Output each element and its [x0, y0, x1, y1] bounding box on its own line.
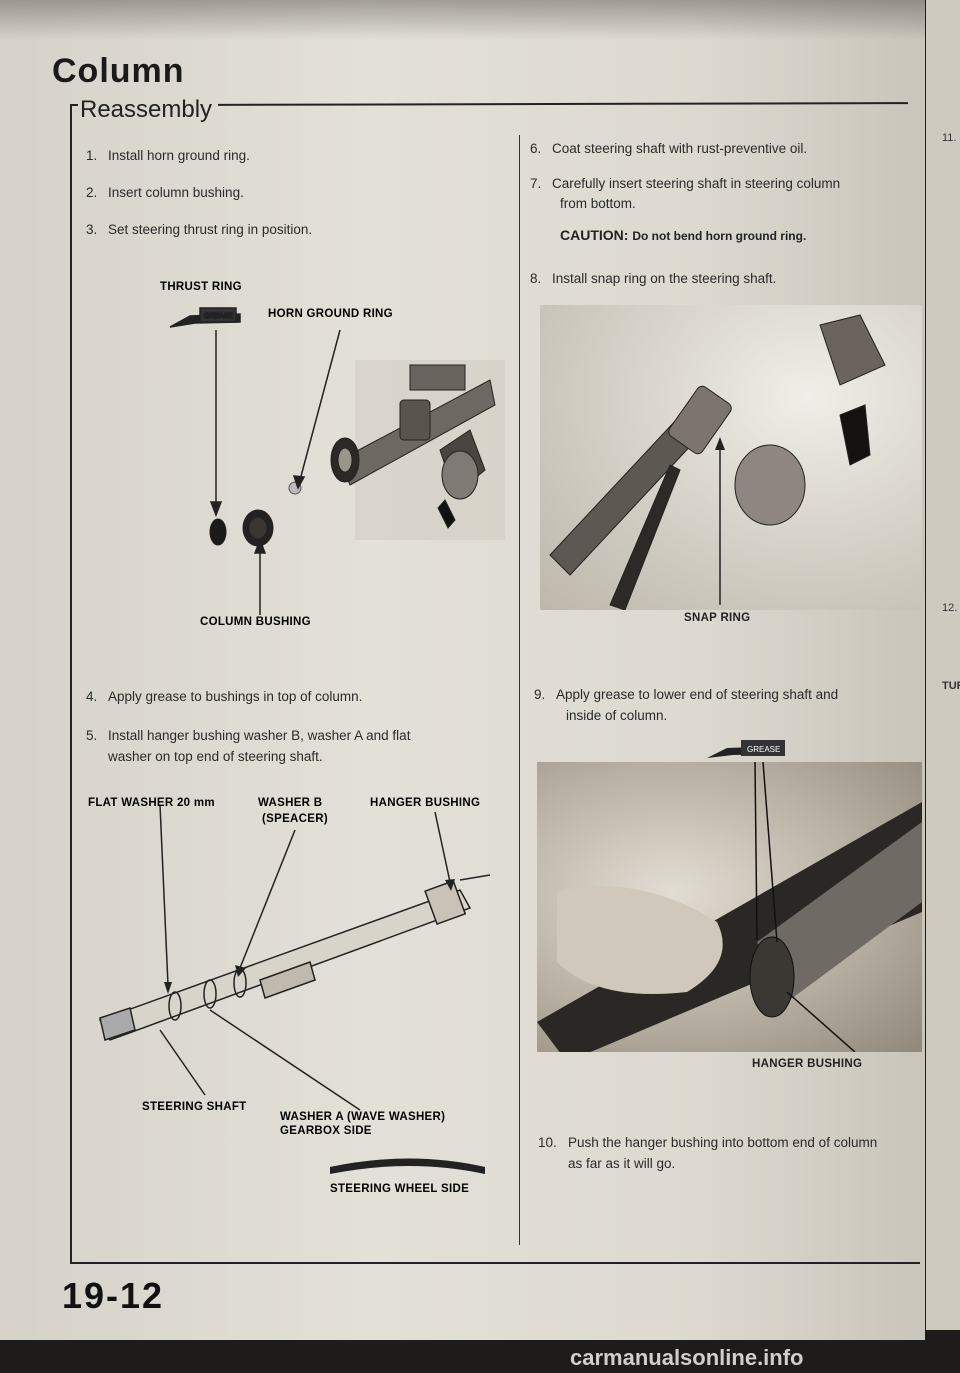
step-7-cont: from bottom.	[560, 196, 636, 211]
frame-bottom-rule	[70, 1262, 920, 1264]
step-9: 9.Apply grease to lower end of steering …	[534, 687, 839, 702]
washer-b-spacer-label: (SPEACER)	[262, 813, 328, 825]
frame-left-rule	[70, 104, 72, 1264]
hanger-bushing-label-fig2: HANGER BUSHING	[370, 797, 480, 809]
washer-a-label: WASHER A (WAVE WASHER)	[280, 1111, 445, 1123]
watermark: carmanualsonline.info	[570, 1345, 804, 1370]
steering-shaft-label: STEERING SHAFT	[142, 1101, 247, 1113]
svg-text:GREASE: GREASE	[204, 313, 234, 320]
column-divider	[519, 135, 520, 1245]
figure-column-bushing: GREASE THRUST RING HORN GROUND RING COLU…	[160, 281, 505, 628]
page-number: 19-12	[62, 1275, 165, 1316]
step-7: 7.Carefully insert steering shaft in ste…	[530, 176, 841, 191]
steering-wheel-side-label: STEERING WHEEL SIDE	[330, 1183, 469, 1195]
grease-icon: GREASE	[707, 740, 785, 758]
flat-washer-label: FLAT WASHER 20 mm	[88, 797, 215, 809]
step-10: 10.Push the hanger bushing into bottom e…	[538, 1135, 878, 1150]
step-10-cont: as far as it will go.	[568, 1156, 676, 1171]
step-9-cont: inside of column.	[566, 708, 668, 723]
thrust-ring-label: THRUST RING	[160, 281, 242, 293]
washer-b-label: WASHER B	[258, 797, 322, 809]
adjacent-page-edge: 11. 12. TUR	[926, 0, 960, 1330]
header-rule	[217, 102, 909, 106]
step-5: 5.Install hanger bushing washer B, washe…	[86, 728, 411, 743]
svg-text:GREASE: GREASE	[747, 745, 780, 754]
step-6: 6.Coat steering shaft with rust-preventi…	[530, 141, 808, 156]
step-5-cont: washer on top end of steering shaft.	[108, 749, 323, 764]
snap-ring-label: SNAP RING	[684, 612, 751, 624]
step-3: 3.Set steering thrust ring in position.	[86, 222, 313, 237]
manual-page: Column Reassembly 1.Install horn ground …	[0, 0, 925, 1340]
photo-snap-ring	[540, 305, 922, 611]
column-bushing-label: COLUMN BUSHING	[200, 616, 311, 628]
section-subtitle: Reassembly	[80, 96, 213, 123]
step-8: 8.Install snap ring on the steering shaf…	[530, 271, 777, 286]
step-2: 2.Insert column bushing.	[86, 185, 244, 200]
hanger-bushing-label-fig4: HANGER BUSHING	[752, 1058, 863, 1070]
caution-note: CAUTION: Do not bend horn ground ring.	[560, 227, 807, 243]
gearbox-side-label: GEARBOX SIDE	[280, 1125, 372, 1137]
figure-steering-shaft: FLAT WASHER 20 mm WASHER B (SPEACER) HAN…	[88, 797, 491, 1195]
page-title: Column	[52, 52, 185, 90]
step-1: 1.Install horn ground ring.	[86, 148, 250, 163]
step-4: 4.Apply grease to bushings in top of col…	[86, 689, 363, 704]
horn-ground-ring-label: HORN GROUND RING	[268, 308, 393, 320]
photo-hanger-bushing	[537, 761, 922, 1062]
